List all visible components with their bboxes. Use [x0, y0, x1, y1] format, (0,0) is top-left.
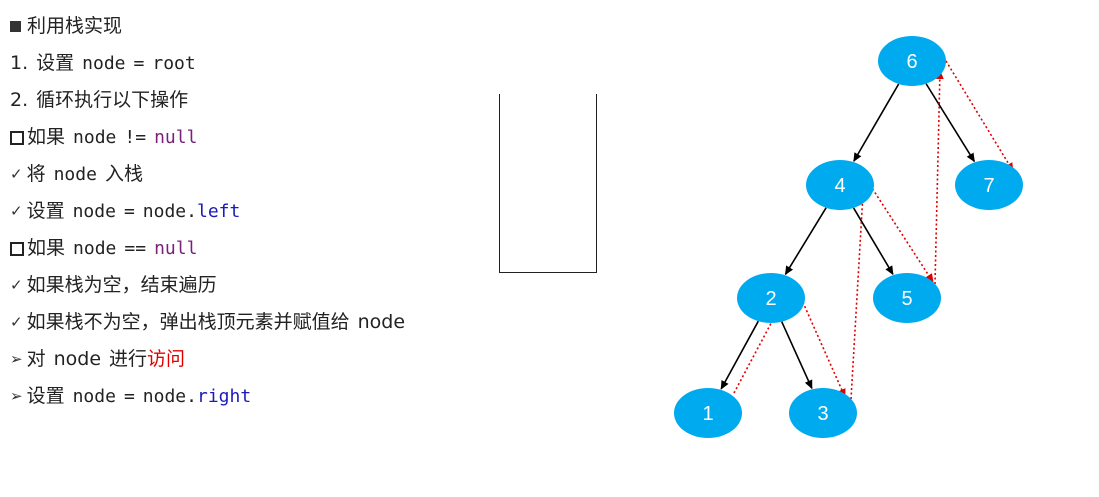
tree-node-2: 2 — [737, 273, 805, 323]
step-2-number: 2. — [10, 89, 29, 111]
set-left-keyword: left — [196, 201, 241, 222]
tree-node-circle — [789, 388, 857, 438]
set-left-line: ✓ 设置 node = node.left — [10, 193, 480, 230]
tree-edge-6-4 — [853, 83, 900, 162]
if-null-op: == — [124, 238, 147, 259]
if-not-null-op: != — [124, 127, 147, 148]
tree-node-label: 2 — [765, 288, 776, 310]
tree-node-label: 3 — [817, 403, 828, 425]
tree-node-label: 5 — [901, 288, 912, 310]
tree-edge-4-5 — [852, 207, 894, 276]
chevron-right-icon: ➢ — [10, 387, 23, 405]
set-right-keyword: right — [196, 386, 252, 407]
tree-node-circle — [878, 36, 946, 86]
set-right-text: 设置 — [26, 385, 65, 407]
set-left-text: 设置 — [26, 200, 65, 222]
tree-node-7: 7 — [955, 160, 1023, 210]
empty-end-text: 如果栈为空，结束遍历 — [26, 274, 217, 296]
tree-node-4: 4 — [806, 160, 874, 210]
hollow-square-icon — [10, 241, 24, 256]
pop-text: 如果栈不为空，弹出栈顶元素并赋值给 — [26, 311, 350, 333]
step-1-code-node: node — [82, 53, 126, 74]
visit-red-text: 访问 — [147, 348, 186, 370]
step-1-number: 1. — [10, 52, 29, 74]
step-1-text: 设置 — [36, 52, 75, 74]
tree-node-circle — [806, 160, 874, 210]
set-left-op: = — [123, 201, 135, 222]
tree-node-circle — [674, 388, 742, 438]
if-null-line: 如果 node == null — [10, 230, 480, 267]
visit-line: ➢ 对 node 进行访问 — [10, 341, 480, 378]
tree-edge-2-3 — [780, 321, 813, 390]
tree-node-circle — [873, 273, 941, 323]
check-icon: ✓ — [10, 202, 23, 220]
traversal-arrow-6-7 — [945, 60, 1014, 172]
tree-node-3: 3 — [789, 388, 857, 438]
visit-text-b: 进行 — [109, 348, 148, 370]
check-icon: ✓ — [10, 276, 23, 294]
step-1: 1. 设置 node = root — [10, 45, 480, 82]
hollow-square-icon — [10, 130, 24, 145]
step-1-op: = — [133, 53, 145, 74]
if-not-null-keyword: null — [154, 127, 198, 148]
set-right-line: ➢ 设置 node = node.right — [10, 378, 480, 415]
tree-node-label: 1 — [702, 403, 713, 425]
set-left-code-node: node — [72, 201, 116, 222]
if-null-code: node — [73, 238, 117, 259]
if-not-null-line: 如果 node != null — [10, 119, 480, 156]
push-line: ✓ 将 node 入栈 — [10, 156, 480, 193]
empty-end-line: ✓ 如果栈为空，结束遍历 — [10, 267, 480, 304]
if-not-null-prefix: 如果 — [27, 126, 66, 148]
step-2-text: 循环执行以下操作 — [36, 89, 189, 111]
pop-code: node — [357, 311, 406, 333]
tree-node-6: 6 — [878, 36, 946, 86]
tree-node-1: 1 — [674, 388, 742, 438]
traversal-arrow-4-5 — [869, 184, 934, 283]
tree-node-label: 6 — [906, 51, 917, 73]
check-icon: ✓ — [10, 313, 23, 331]
traversal-arrow-2-3 — [800, 297, 846, 398]
square-bullet-icon — [10, 21, 21, 32]
chevron-right-icon: ➢ — [10, 350, 23, 368]
traversal-arrow-3-4 — [850, 176, 868, 400]
tree-edge-2-1 — [720, 320, 759, 390]
title-line: 利用栈实现 — [10, 8, 480, 45]
pop-line: ✓ 如果栈不为空，弹出栈顶元素并赋值给 node — [10, 304, 480, 341]
title: 利用栈实现 — [27, 15, 123, 37]
if-not-null-code: node — [73, 127, 117, 148]
push-suffix: 入栈 — [104, 163, 143, 185]
stack-container — [499, 94, 597, 273]
tree-node-circle — [737, 273, 805, 323]
check-icon: ✓ — [10, 165, 23, 183]
set-right-code-node: node — [72, 386, 116, 407]
step-1-code-root: root — [152, 53, 196, 74]
tree-node-5: 5 — [873, 273, 941, 323]
set-right-code-node-dot: node. — [142, 386, 197, 407]
tree-node-label: 7 — [983, 175, 994, 197]
set-right-op: = — [123, 386, 135, 407]
push-text: 将 — [26, 163, 46, 185]
visit-text-a: 对 — [26, 348, 46, 370]
if-null-prefix: 如果 — [27, 237, 66, 259]
tree-node-label: 4 — [834, 175, 845, 197]
push-code: node — [53, 164, 97, 185]
algorithm-steps: 利用栈实现 1. 设置 node = root 2. 循环执行以下操作 如果 n… — [10, 8, 480, 415]
visit-code: node — [53, 348, 102, 370]
set-left-code-node-dot: node. — [142, 201, 197, 222]
step-2: 2. 循环执行以下操作 — [10, 82, 480, 119]
tree-edge-4-2 — [784, 207, 827, 276]
tree-node-circle — [955, 160, 1023, 210]
tree-edge-6-7 — [925, 83, 976, 163]
if-null-keyword: null — [154, 238, 198, 259]
